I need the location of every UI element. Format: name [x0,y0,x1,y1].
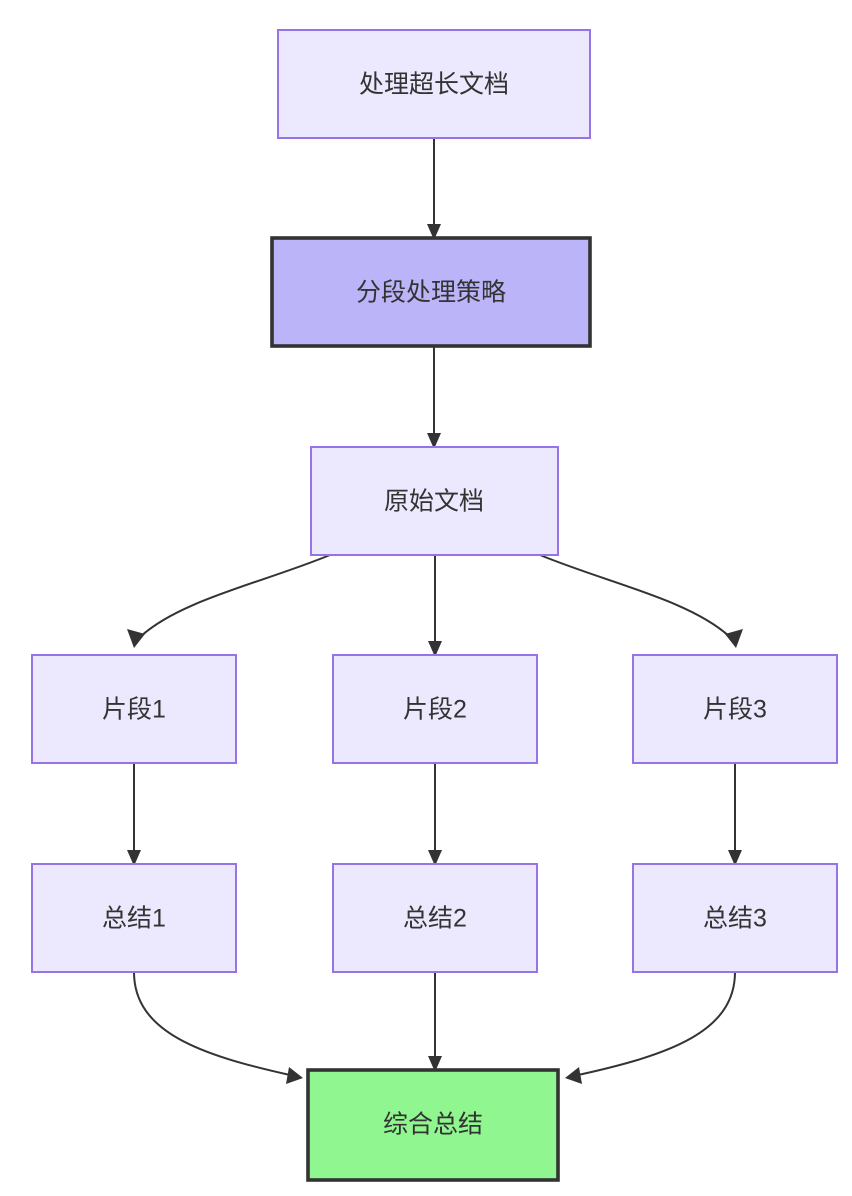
edge-fragment-3-to-summary-3 [728,763,742,866]
node-process-long-doc-box[interactable] [277,29,591,139]
node-fragment-1[interactable]: 片段1 [31,654,237,764]
node-summary-1-label: 总结1 [102,905,166,933]
node-fragment-2[interactable]: 片段2 [332,654,538,764]
edge-fragment-2-to-summary-2 [428,763,442,866]
edge-source-doc-to-fragment-2 [428,555,442,657]
node-fragment-1-box[interactable] [31,654,237,764]
edge-layer [127,138,743,1084]
node-source-doc[interactable]: 原始文档 [310,446,559,556]
node-source-doc-box[interactable] [310,446,559,556]
edge-summary-3-to-final-summary [565,971,736,1084]
node-fragment-3-label: 片段3 [703,696,767,724]
edge-source-doc-to-fragment-1 [127,554,331,648]
edge-process-long-doc-to-chunk-strategy [427,138,441,240]
edge-chunk-strategy-to-source-doc [427,346,441,449]
edge-summary-2-to-final-summary [428,972,442,1072]
node-final-summary-label: 综合总结 [383,1111,483,1139]
edge-fragment-1-to-summary-1 [127,763,141,866]
node-summary-3-label: 总结3 [703,905,767,933]
node-fragment-2-box[interactable] [332,654,538,764]
node-summary-3[interactable]: 总结3 [632,863,838,973]
node-summary-1[interactable]: 总结1 [31,863,237,973]
node-chunk-strategy[interactable]: 分段处理策略 [270,236,592,348]
node-summary-2-box[interactable] [332,863,538,973]
node-chunk-strategy-label: 分段处理策略 [356,279,506,307]
edge-source-doc-to-fragment-3 [539,554,743,648]
node-summary-1-box[interactable] [31,863,237,973]
node-fragment-1-label: 片段1 [102,696,166,724]
node-source-doc-label: 原始文档 [384,488,484,516]
node-summary-2[interactable]: 总结2 [332,863,538,973]
node-final-summary[interactable]: 综合总结 [306,1068,560,1182]
node-process-long-doc[interactable]: 处理超长文档 [277,29,591,139]
node-layer: 处理超长文档 分段处理策略 原始文档 片段1 片段2 [31,29,838,1182]
node-summary-2-label: 总结2 [403,905,467,933]
node-final-summary-box[interactable] [306,1068,560,1182]
node-process-long-doc-label: 处理超长文档 [359,71,509,99]
node-fragment-3[interactable]: 片段3 [632,654,838,764]
node-chunk-strategy-box[interactable] [270,236,592,348]
node-summary-3-box[interactable] [632,863,838,973]
node-fragment-3-box[interactable] [632,654,838,764]
edge-summary-1-to-final-summary [133,971,303,1084]
node-fragment-2-label: 片段2 [403,696,467,724]
